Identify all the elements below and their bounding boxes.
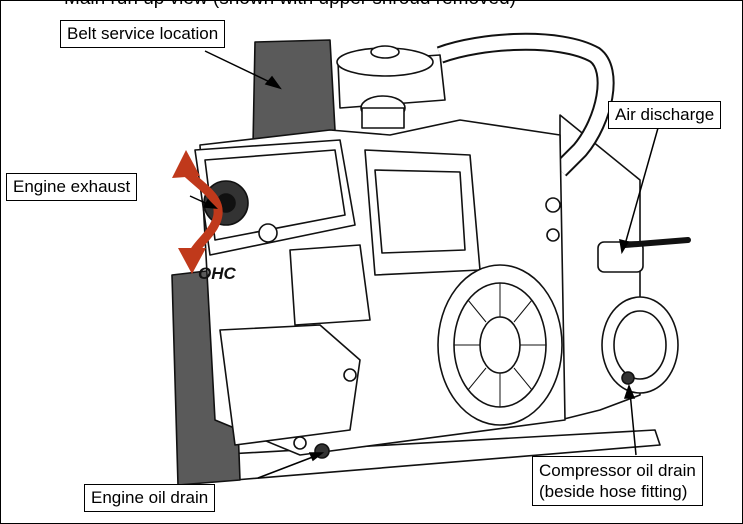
leader-air-discharge [623, 127, 659, 249]
valve-cover [194, 139, 356, 256]
callout-compressor-oil-drain-line2: (beside hose fitting) [539, 482, 688, 501]
callout-air-discharge: Air discharge [608, 101, 722, 129]
leader-belt-service [204, 50, 277, 86]
callout-engine-oil-drain: Engine oil drain [84, 484, 216, 512]
figure-caption: Main run up view (shown with upper shrou… [64, 0, 516, 10]
compressor-drain-fitting [621, 371, 635, 385]
crankcase [219, 324, 361, 446]
callout-engine-exhaust: Engine exhaust [6, 173, 138, 201]
callout-compressor-oil-drain-line1: Compressor oil drain [539, 461, 696, 480]
leader-engine-oil-drain [257, 454, 319, 479]
leader-compressor-oil-drain [629, 391, 637, 456]
ohc-badge: OHC [198, 264, 237, 283]
callout-compressor-oil-drain: Compressor oil drain (beside hose fittin… [532, 456, 703, 506]
callout-belt-service-location: Belt service location [60, 20, 226, 48]
